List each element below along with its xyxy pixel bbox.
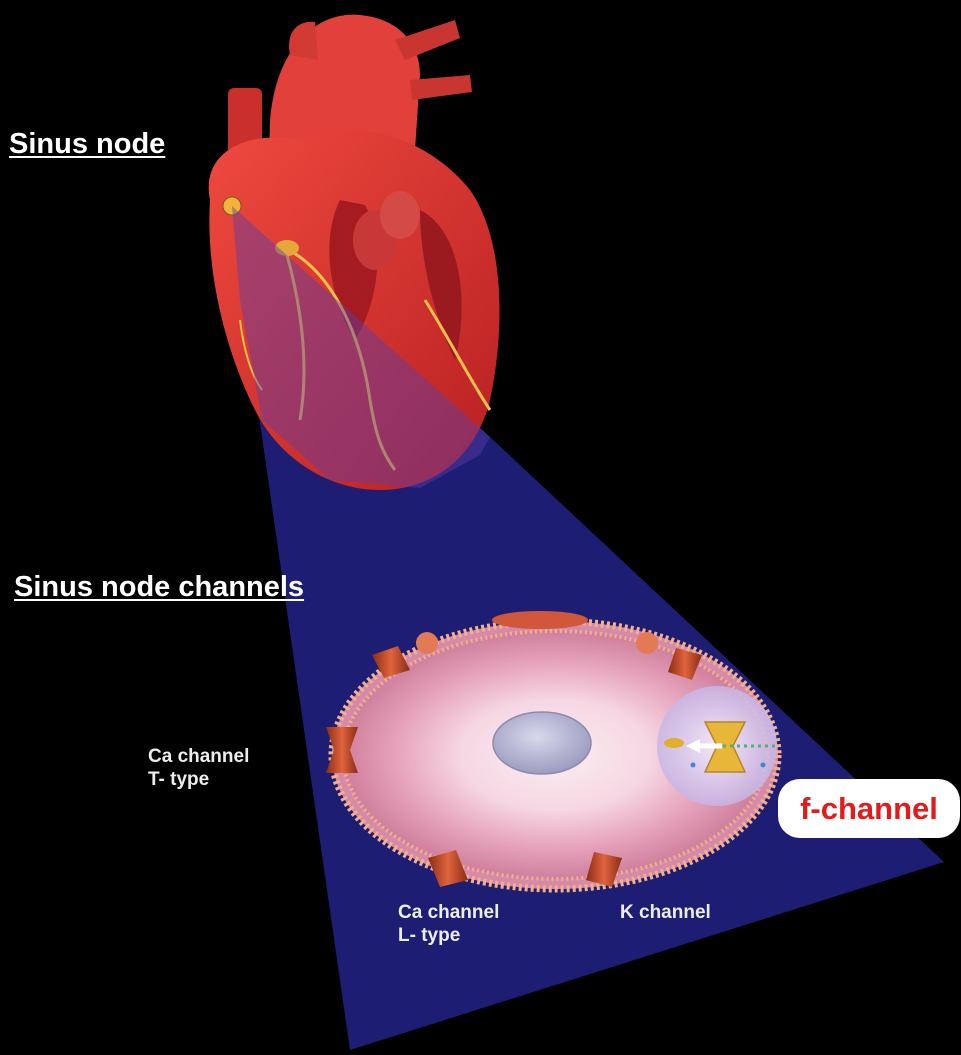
ca-channel-t-type-label: Ca channel T- type: [148, 745, 249, 791]
nucleus: [493, 712, 591, 774]
f-channel-callout: f-channel: [778, 779, 960, 838]
f-channel-highlight: [657, 686, 777, 806]
sinus-node-title: Sinus node: [9, 128, 165, 161]
ca-channel-l-type-label: Ca channel L- type: [398, 901, 499, 947]
sinus-node-channels-title: Sinus node channels: [14, 571, 304, 604]
k-channel-label: K channel: [620, 901, 711, 924]
